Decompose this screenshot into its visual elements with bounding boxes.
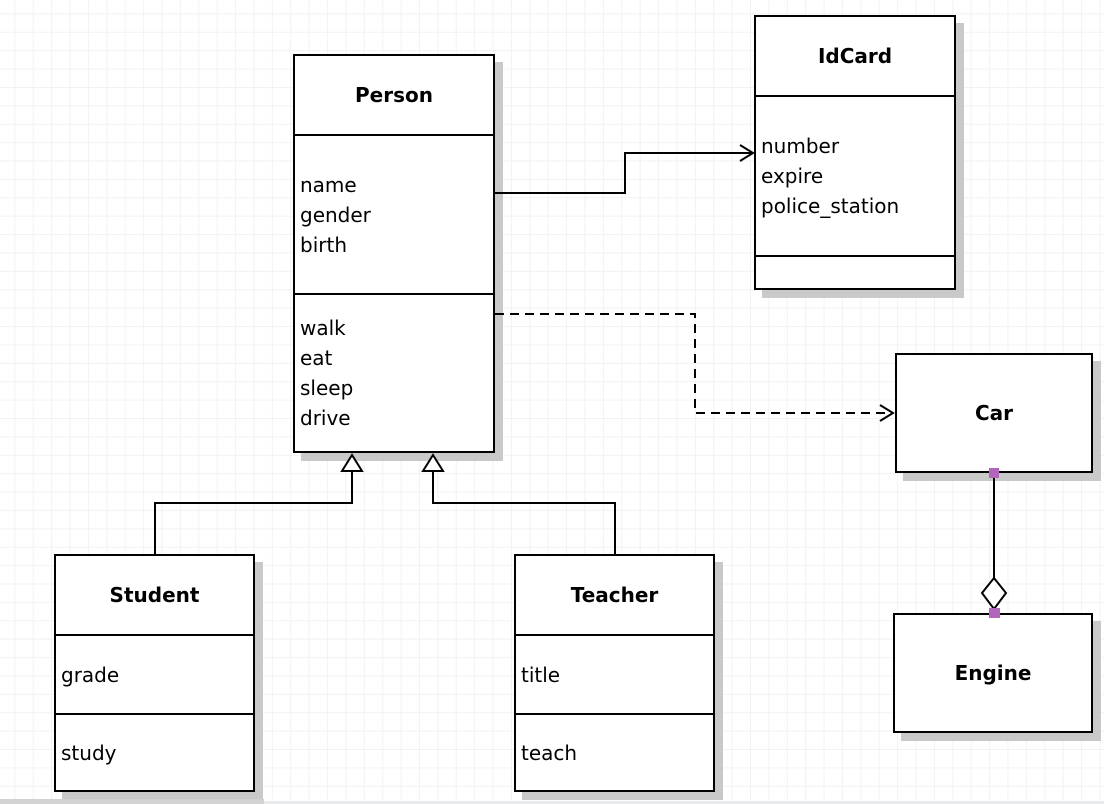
class-idcard-attributes: number expire police_station (756, 95, 954, 255)
hollow-diamond-icon (980, 576, 1008, 611)
open-arrowhead-icon (739, 144, 755, 162)
attribute-item: number (761, 134, 840, 158)
hollow-triangle-icon (421, 453, 445, 472)
method-item: drive (300, 406, 351, 430)
method-item: sleep (300, 376, 354, 400)
inheritance-student-person[interactable] (154, 453, 364, 554)
class-person-attributes: name gender birth (295, 134, 493, 293)
cutoff-shape-shadow (0, 799, 264, 804)
method-item: eat (300, 346, 333, 370)
method-item: study (61, 740, 117, 765)
class-student-title: Student (109, 583, 200, 607)
aggregation-car-engine[interactable] (980, 468, 1008, 618)
attribute-item: birth (300, 232, 347, 257)
attribute-item: grade (61, 662, 120, 687)
class-student[interactable]: Student grade study (54, 554, 255, 792)
class-idcard[interactable]: IdCard number expire police_station (754, 15, 956, 290)
class-person-title: Person (355, 83, 433, 107)
inheritance-teacher-person[interactable] (421, 453, 616, 554)
attribute-item: name (300, 172, 357, 197)
class-student-attributes: grade (56, 634, 253, 713)
class-car[interactable]: Car (895, 353, 1093, 473)
attribute-item: police_station (761, 194, 900, 218)
attribute-item: gender (300, 202, 371, 227)
class-teacher-title: Teacher (570, 583, 659, 607)
attribute-item: title (521, 662, 561, 687)
class-engine[interactable]: Engine (893, 613, 1093, 733)
endpoint-marker[interactable] (989, 608, 1000, 618)
association-person-idcard[interactable] (495, 144, 755, 194)
class-student-methods: study (56, 713, 253, 790)
class-teacher-methods: teach (516, 713, 713, 790)
class-teacher-attributes: title (516, 634, 713, 713)
class-car-title: Car (974, 401, 1014, 425)
attribute-item: expire (761, 164, 824, 188)
class-teacher[interactable]: Teacher title teach (514, 554, 715, 792)
class-idcard-methods (756, 255, 954, 288)
class-engine-title: Engine (954, 661, 1032, 685)
class-idcard-title: IdCard (817, 44, 893, 68)
method-item: walk (300, 316, 346, 340)
class-person-methods: walk eat sleep drive (295, 293, 493, 451)
open-arrowhead-icon (879, 404, 895, 422)
endpoint-marker[interactable] (989, 468, 999, 478)
canvas-bottom-edge (0, 801, 1104, 804)
dependency-person-car[interactable] (495, 313, 895, 422)
hollow-triangle-icon (340, 453, 364, 472)
method-item: teach (521, 740, 578, 765)
class-person[interactable]: Person name gender birth walk eat sleep … (293, 54, 495, 453)
